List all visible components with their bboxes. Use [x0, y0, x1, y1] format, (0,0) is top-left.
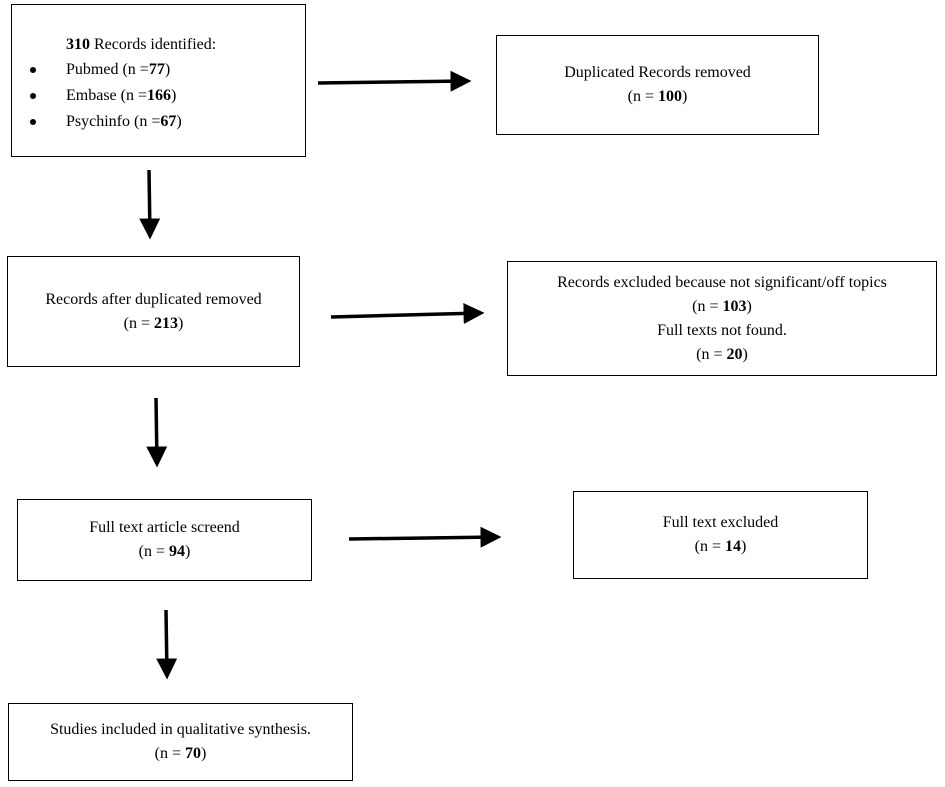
duplicates-removed-box: Duplicated Records removed (n = 100): [496, 35, 819, 135]
full-text-excluded-label: Full text excluded: [662, 514, 779, 531]
full-text-excluded-box: Full text excluded (n = 14): [573, 491, 868, 579]
arrow-right-3: [348, 526, 502, 548]
arrow-down-2: [146, 397, 168, 468]
records-excluded-label: Records excluded because not significant…: [557, 273, 887, 291]
after-duplicates-box: Records after duplicated removed (n = 21…: [7, 256, 300, 367]
bullet-icon: [30, 93, 36, 99]
source-embase: Embase ( n = 166): [12, 83, 176, 109]
records-excluded-box: Records excluded because not significant…: [507, 261, 937, 376]
full-text-screened-count: (n = 94): [138, 543, 191, 560]
source-pubmed: Pubmed ( n = 77): [12, 57, 170, 83]
studies-included-label: Studies included in qualitative synthesi…: [50, 721, 311, 738]
after-duplicates-count: (n = 213): [123, 314, 184, 332]
arrow-right-2: [330, 302, 485, 324]
full-text-screened-label: Full text article screend: [89, 519, 240, 536]
bullet-icon: [30, 119, 36, 125]
source-psychinfo: Psychinfo (n = 67): [12, 109, 182, 135]
studies-included-box: Studies included in qualitative synthesi…: [8, 703, 353, 781]
records-identified-count: 310: [66, 36, 90, 53]
full-text-screened-box: Full text article screend (n = 94): [17, 499, 312, 581]
full-text-excluded-count: (n = 14): [694, 538, 747, 555]
duplicates-removed-count: (n = 100): [627, 88, 688, 105]
bullet-icon: [30, 67, 36, 73]
studies-included-count: (n = 70): [154, 745, 207, 762]
records-excluded-count: (n = 103): [692, 297, 752, 315]
records-identified-title: 310 Records identified:: [12, 33, 216, 57]
records-identified-label: Records identified:: [90, 36, 217, 53]
full-texts-not-found-label: Full texts not found.: [657, 321, 787, 339]
after-duplicates-label: Records after duplicated removed: [45, 290, 262, 308]
duplicates-removed-label: Duplicated Records removed: [564, 64, 751, 81]
full-texts-not-found-count: (n = 20): [696, 345, 748, 363]
arrow-down-1: [139, 169, 161, 240]
records-identified-box: 310 Records identified: Pubmed ( n = 77)…: [11, 4, 306, 157]
arrow-right-1: [317, 70, 472, 92]
arrow-down-3: [156, 609, 178, 680]
